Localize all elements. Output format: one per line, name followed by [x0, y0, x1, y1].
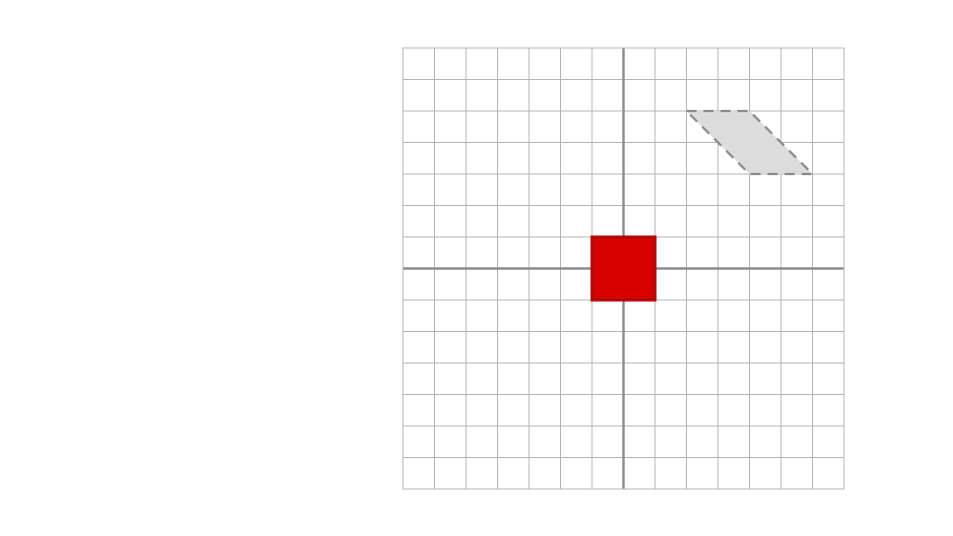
- movable-red-square[interactable]: [590, 235, 657, 302]
- grid-frame: [402, 47, 845, 490]
- target-parallelogram: [683, 109, 816, 176]
